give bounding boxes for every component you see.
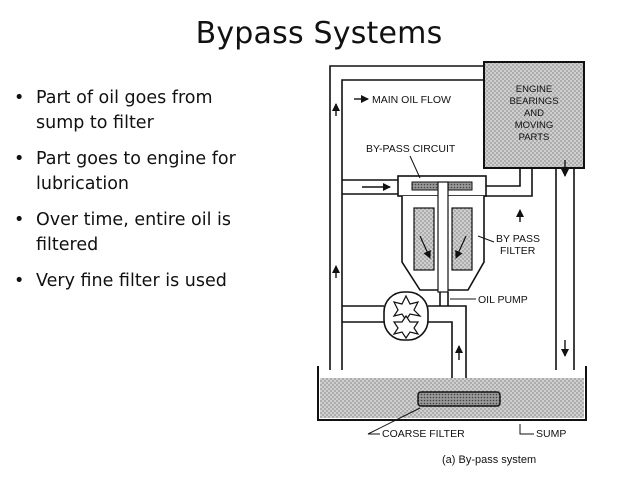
sump [317, 366, 587, 421]
bullet-item: Part of oil goes from sump to filter [14, 86, 254, 136]
sump-label: SUMP [536, 428, 566, 440]
diagram-caption: (a) By-pass system [442, 454, 536, 466]
oil-piping [329, 65, 575, 392]
engine-label-line: AND [524, 108, 544, 119]
engine-block: ENGINE BEARINGS AND MOVING PARTS [483, 61, 585, 169]
bullet-item: Very fine filter is used [14, 269, 254, 294]
engine-label-line: ENGINE [516, 84, 552, 95]
coarse-filter-pointer [367, 407, 421, 435]
bypass-circuit-label: BY-PASS CIRCUIT [366, 143, 456, 155]
flow-arrows [332, 95, 569, 360]
bypass-filter-label: BY PASS [496, 233, 540, 245]
engine-label-line: PARTS [519, 132, 550, 143]
sump-pointer [519, 424, 534, 435]
engine-label-line: BEARINGS [509, 96, 558, 107]
bypass-filter-label: FILTER [500, 245, 536, 257]
engine-label-line: MOVING [515, 120, 554, 131]
slide-title: Bypass Systems [195, 16, 443, 51]
coarse-filter-label: COARSE FILTER [382, 428, 465, 440]
main-oil-flow-label: MAIN OIL FLOW [372, 94, 451, 106]
oil-pump-label: OIL PUMP [478, 294, 528, 306]
bullet-item: Part goes to engine for lubrication [14, 147, 254, 197]
oil-pump [383, 291, 429, 341]
bypass-filter-pointer [477, 235, 495, 243]
bypass-filter [397, 175, 487, 293]
bullet-item: Over time, entire oil is filtered [14, 208, 254, 258]
bypass-circuit-pointer [409, 155, 421, 179]
bullet-list: Part of oil goes from sump to filter Par… [14, 86, 254, 305]
